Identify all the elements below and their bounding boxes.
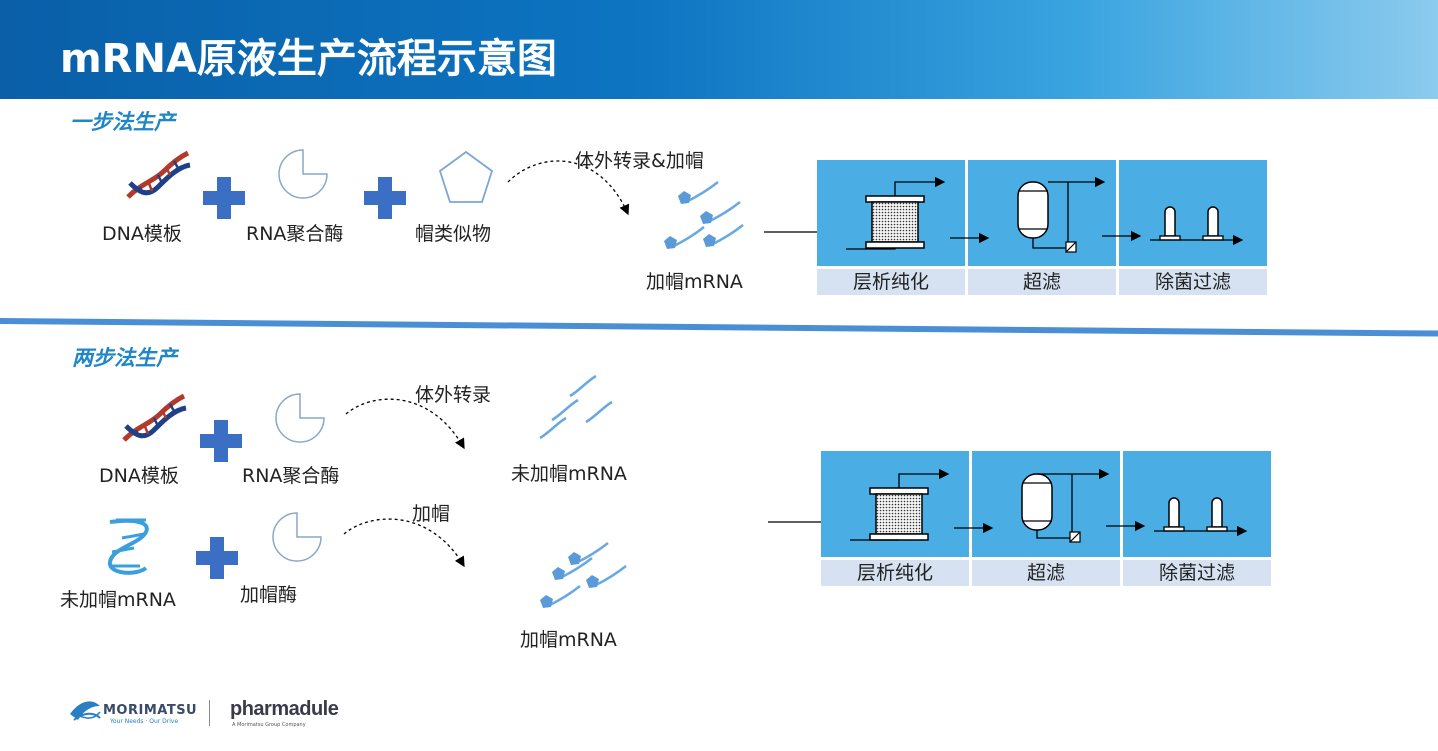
plus-icon: [364, 177, 406, 219]
capped-mrna-label: 加帽mRNA: [646, 271, 743, 293]
morimatsu-slogan: Your Needs · Our Drive: [110, 718, 179, 725]
plus-icon: [203, 177, 245, 219]
step-chromatography-label: 层析纯化: [821, 560, 969, 586]
capping-label: 加帽: [412, 503, 451, 525]
step-sterile-filtration-label: 除菌过滤: [1119, 269, 1267, 295]
rna-polymerase-icon: [275, 393, 325, 443]
header-banner: [0, 0, 1438, 99]
capped-mrna-icon: [584, 564, 628, 590]
dna-icon: [128, 153, 190, 197]
capped-mrna-icon: [538, 584, 582, 610]
rna-polymerase-icon: [278, 149, 328, 199]
capping-enzyme-label: 加帽酶: [240, 584, 298, 606]
ivt-arrow: [345, 398, 465, 450]
dna-icon: [124, 396, 186, 440]
uncapped-mrna-icon: [538, 416, 568, 440]
step-chromatography-label: 层析纯化: [817, 269, 965, 295]
morimatsu-logo-icon: [70, 701, 101, 721]
uncapped-mrna-icon: [568, 374, 598, 398]
rna-polymerase-label: RNA聚合酶: [242, 465, 340, 487]
sterile-filtration-box: [1123, 451, 1271, 557]
uf-vessel-icon: [1021, 473, 1053, 531]
uncapped-mrna-icon: [584, 400, 614, 424]
capped-mrna-icon: [662, 225, 706, 251]
pharmadule-subtitle: A Morimatsu Group Company: [232, 722, 306, 728]
capped-mrna-icon: [698, 200, 742, 226]
step-sterile-filtration-label: 除菌过滤: [1123, 560, 1271, 586]
capped-mrna-label: 加帽mRNA: [520, 629, 617, 651]
uncapped-mrna-icon: [550, 398, 580, 422]
capping-arrow: [343, 518, 465, 568]
capped-mrna-icon: [701, 223, 745, 249]
ivt-label: 体外转录: [415, 384, 492, 406]
cap-analog-label: 帽类似物: [415, 223, 492, 245]
dna-template-label: DNA模板: [102, 223, 182, 245]
cap-analog-icon: [439, 151, 493, 203]
sterile-filtration-box: [1119, 160, 1267, 266]
footer-separator: [209, 700, 210, 726]
dna-template-label: DNA模板: [99, 465, 179, 487]
chromatography-column-icon: [865, 195, 925, 249]
two-step-title: 两步法生产: [72, 346, 177, 370]
step-ultrafiltration-label: 超滤: [968, 269, 1116, 295]
ivt-capping-label: 体外转录&加帽: [575, 150, 704, 172]
morimatsu-logo-text: MORIMATSU: [103, 703, 198, 718]
pharmadule-logo-text: pharmadule: [230, 698, 339, 720]
page-title: mRNA原液生产流程示意图: [60, 36, 557, 82]
uf-vessel-icon: [1017, 181, 1049, 239]
uncapped-mrna-input-icon: [108, 518, 149, 575]
uncapped-mrna-product-label: 未加帽mRNA: [511, 463, 627, 485]
rna-polymerase-label: RNA聚合酶: [246, 223, 344, 245]
ivt-capping-arrow: [507, 160, 630, 216]
plus-icon: [200, 420, 242, 462]
capping-enzyme-icon: [272, 512, 322, 562]
plus-icon: [196, 537, 238, 579]
uncapped-mrna-input-label: 未加帽mRNA: [60, 589, 176, 611]
chromatography-column-icon: [869, 487, 929, 541]
step-ultrafiltration-label: 超滤: [972, 560, 1120, 586]
one-step-title: 一步法生产: [70, 110, 175, 134]
capped-mrna-icon: [676, 180, 720, 206]
